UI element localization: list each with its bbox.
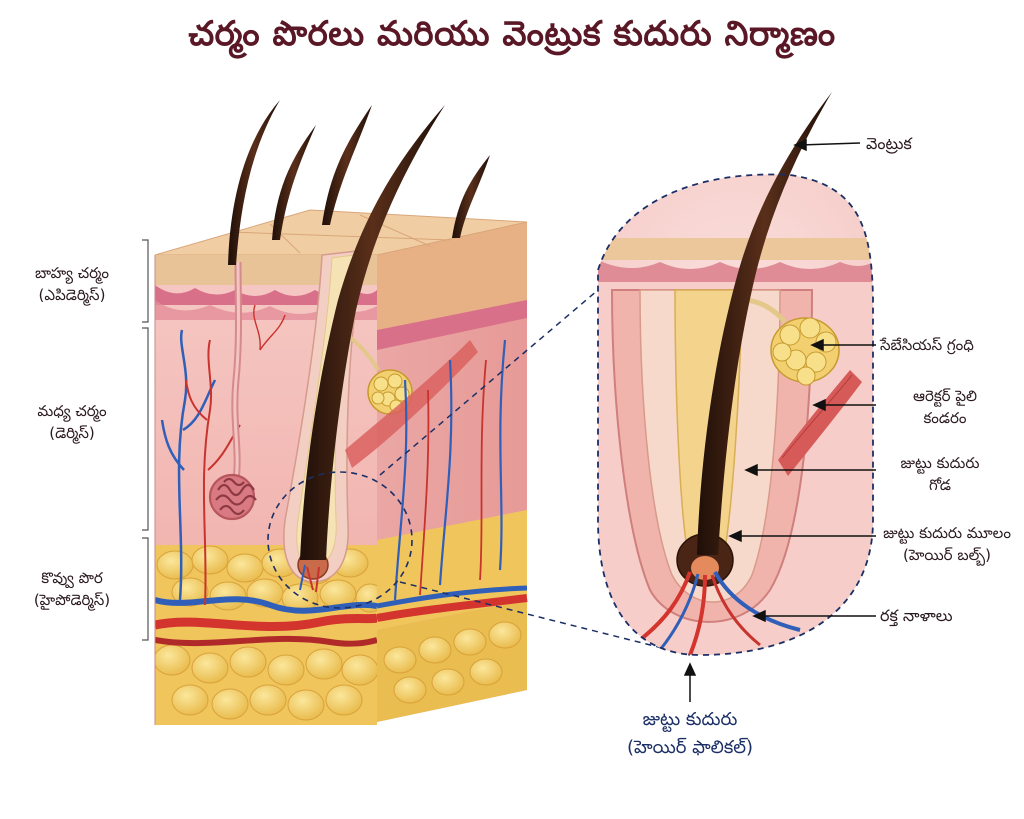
layer-brackets <box>142 239 149 641</box>
label-sebaceous-gland: సేబేసియస్ గ్రంధి <box>880 336 974 354</box>
follicle-callout <box>597 92 874 656</box>
label-hair: వెంట్రుక <box>866 134 912 153</box>
page-title: చర్మం పొరలు మరియు వెంట్రుక కుదురు నిర్మా… <box>188 14 836 54</box>
label-blood-vessels: రక్త నాళాలు <box>880 606 953 625</box>
sweat-gland <box>208 473 257 521</box>
block-arrector-muscle <box>345 340 478 468</box>
callout-hair <box>697 92 832 555</box>
label-hair-follicle: జుట్టు కుదురు (హెయిర్ ఫాలికల్) <box>626 709 754 758</box>
label-arrector-pili: ఆరెక్టర్ పైలి కండరం <box>912 387 978 427</box>
label-hair-bulb: జుట్టు కుదురు మూలం (హెయిర్ బల్బ్) <box>883 524 1011 564</box>
label-epidermis: బాహ్య చర్మం (ఎపిడెర్మిస్) <box>35 264 109 304</box>
block-hairs <box>228 100 490 560</box>
leader-lines <box>683 138 876 702</box>
magnify-region <box>267 471 413 609</box>
label-hypodermis: కొవ్వు పొర (హైపోడెర్మిస్) <box>33 569 111 609</box>
label-follicle-wall: జుట్టు కుదురు గోడ <box>900 454 980 494</box>
label-dermis: మధ్య చర్మం (డెర్మిస్) <box>37 402 107 442</box>
callout-arrector-muscle <box>778 370 862 476</box>
